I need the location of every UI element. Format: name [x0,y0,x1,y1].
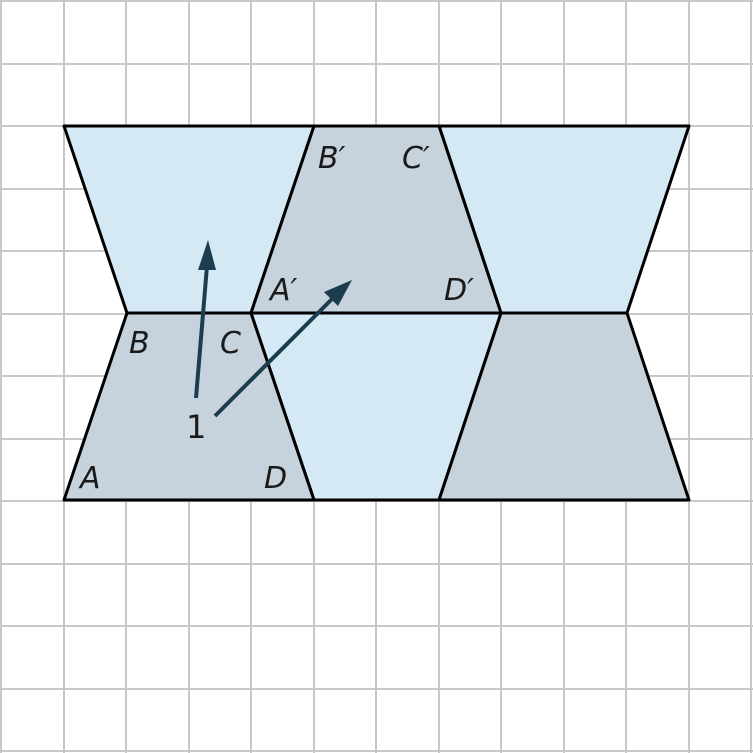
translation-arrow-up [194,240,216,399]
bottom-right-gray-trapezoid [437,311,691,502]
vertex-label-A: A [78,461,101,496]
image-trapezoid-A-prime-B-prime-C-prime-D-prime [249,124,503,315]
vertex-label-B: B [129,326,150,361]
vertex-label-C: C [220,326,241,361]
arrow-number-label: 1 [186,408,206,446]
vertex-label-A-prime: A′ [268,273,298,308]
vertex-label-C-prime: C′ [402,141,430,176]
vertex-label-D-prime: D′ [444,273,474,308]
vertex-label-B-prime: B′ [318,141,346,176]
vertex-label-D: D [264,461,287,496]
translation-arrow-diagonal [213,280,352,418]
